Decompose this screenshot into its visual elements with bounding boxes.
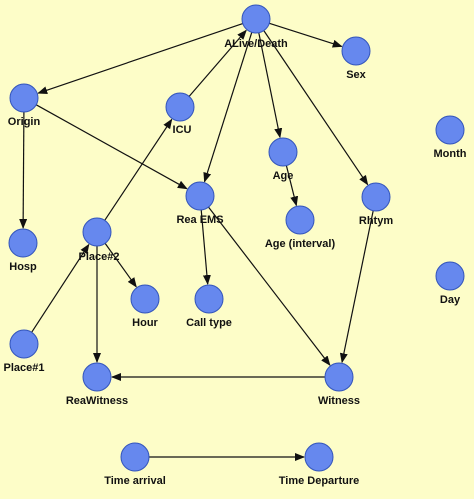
edge-origin-to-hosp bbox=[19, 111, 28, 230]
node-circle[interactable] bbox=[241, 4, 271, 34]
node-sex[interactable]: Sex bbox=[341, 36, 371, 81]
edge-icu-to-alive-death bbox=[188, 29, 247, 97]
node-circle[interactable] bbox=[82, 362, 112, 392]
node-witness[interactable]: Witness bbox=[318, 362, 360, 407]
edge-alive-death-to-rea-ems bbox=[203, 32, 253, 183]
node-label: Place#2 bbox=[79, 251, 120, 263]
node-place1[interactable]: Place#1 bbox=[4, 329, 45, 374]
node-time-arrival[interactable]: Time arrival bbox=[104, 442, 166, 487]
node-age[interactable]: Age bbox=[268, 137, 298, 182]
node-circle[interactable] bbox=[120, 442, 150, 472]
node-label: ALive/Death bbox=[224, 38, 288, 50]
node-label: Age (interval) bbox=[265, 238, 336, 250]
node-hour[interactable]: Hour bbox=[130, 284, 160, 329]
node-month[interactable]: Month bbox=[434, 115, 467, 160]
node-label: Rhtym bbox=[359, 215, 393, 227]
node-circle[interactable] bbox=[285, 205, 315, 235]
edge-alive-death-to-rhtym bbox=[263, 30, 369, 186]
node-circle[interactable] bbox=[435, 115, 465, 145]
node-rhtym[interactable]: Rhtym bbox=[359, 182, 393, 227]
node-call-type[interactable]: Call type bbox=[186, 284, 232, 329]
node-label: Month bbox=[434, 148, 467, 160]
node-label: Hour bbox=[132, 317, 158, 329]
node-icu[interactable]: ICU bbox=[165, 92, 195, 136]
node-circle[interactable] bbox=[268, 137, 298, 167]
node-label: Age bbox=[273, 170, 294, 182]
node-circle[interactable] bbox=[130, 284, 160, 314]
node-alive-death[interactable]: ALive/Death bbox=[224, 4, 288, 50]
node-circle[interactable] bbox=[185, 181, 215, 211]
node-label: Time arrival bbox=[104, 475, 166, 487]
node-label: ReaWitness bbox=[66, 395, 128, 407]
node-circle[interactable] bbox=[82, 217, 112, 247]
node-circle[interactable] bbox=[304, 442, 334, 472]
edge-place1-to-place2 bbox=[31, 243, 90, 333]
node-label: Witness bbox=[318, 395, 360, 407]
node-rea-ems[interactable]: Rea EMS bbox=[176, 181, 224, 226]
edge-origin-to-rea-ems bbox=[35, 104, 188, 190]
node-circle[interactable] bbox=[361, 182, 391, 212]
node-age-interval[interactable]: Age (interval) bbox=[265, 205, 336, 250]
node-hosp[interactable]: Hosp bbox=[8, 228, 38, 273]
node-label: Day bbox=[440, 294, 461, 306]
edge-alive-death-to-sex bbox=[269, 22, 343, 48]
edge-age-to-age-interval bbox=[285, 165, 299, 207]
edge-alive-death-to-age bbox=[258, 32, 283, 139]
node-label: Sex bbox=[346, 69, 366, 81]
edge-place2-to-hour bbox=[104, 243, 137, 288]
edge-rhtym-to-witness bbox=[339, 210, 374, 364]
edge-place2-to-icu bbox=[104, 118, 173, 221]
node-place2[interactable]: Place#2 bbox=[79, 217, 120, 263]
node-label: ICU bbox=[173, 124, 192, 136]
node-circle[interactable] bbox=[341, 36, 371, 66]
node-label: Call type bbox=[186, 317, 232, 329]
node-circle[interactable] bbox=[9, 329, 39, 359]
node-circle[interactable] bbox=[324, 362, 354, 392]
edge-rea-ems-to-witness bbox=[208, 206, 331, 366]
node-circle[interactable] bbox=[194, 284, 224, 314]
node-circle[interactable] bbox=[8, 228, 38, 258]
node-origin[interactable]: Origin bbox=[8, 83, 41, 128]
node-day[interactable]: Day bbox=[435, 261, 465, 306]
node-circle[interactable] bbox=[435, 261, 465, 291]
node-rea-witness[interactable]: ReaWitness bbox=[66, 362, 128, 407]
node-circle[interactable] bbox=[9, 83, 39, 113]
node-label: Time Departure bbox=[279, 475, 360, 487]
node-label: Origin bbox=[8, 116, 41, 128]
node-label: Hosp bbox=[9, 261, 37, 273]
node-label: Place#1 bbox=[4, 362, 45, 374]
edges-layer bbox=[19, 22, 374, 461]
node-circle[interactable] bbox=[165, 92, 195, 122]
node-time-departure[interactable]: Time Departure bbox=[279, 442, 360, 487]
edge-rea-ems-to-call-type bbox=[200, 209, 211, 286]
node-label: Rea EMS bbox=[176, 214, 223, 226]
edge-alive-death-to-origin bbox=[37, 22, 243, 95]
